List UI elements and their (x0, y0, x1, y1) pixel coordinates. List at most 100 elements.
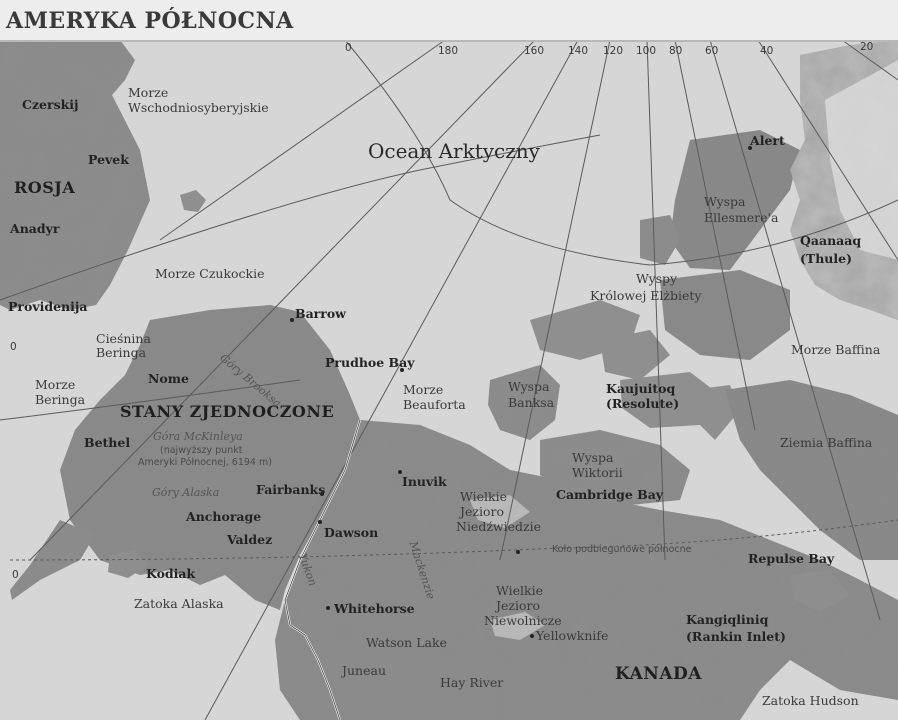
sea-label: Beauforta (403, 397, 466, 412)
place-label: Kaujuitoq (606, 381, 676, 396)
city-dot (318, 520, 322, 524)
city-dot (516, 550, 520, 554)
place-label: Yellowknife (536, 628, 609, 643)
place-label: Inuvik (402, 474, 447, 489)
island-wrangel (180, 190, 206, 212)
place-label: Nome (148, 371, 189, 386)
meridian-40 (757, 39, 898, 261)
landmass-russia (0, 40, 150, 310)
meridian-180 (159, 39, 446, 241)
country-label-russia: ROSJA (14, 178, 76, 197)
island-baffin (725, 380, 898, 560)
region-label: Wyspy (636, 271, 678, 286)
degree-label: 60 (705, 45, 719, 57)
degree-label: 100 (636, 45, 657, 57)
place-label: Czerskij (22, 97, 79, 112)
region-label: Jezioro (496, 598, 541, 613)
meridian-120 (499, 39, 611, 561)
degree-label: 80 (669, 45, 683, 57)
sea-label: Morze Baffina (791, 342, 881, 357)
arctic-circle (9, 519, 898, 561)
place-label: Valdez (227, 532, 273, 547)
sea-label: Morze (403, 382, 444, 397)
island-southampton (790, 570, 850, 612)
meridian-160 (29, 39, 536, 561)
place-label: Whitehorse (334, 601, 415, 616)
place-label: Juneau (342, 663, 387, 678)
sea-label: Cieśnina (96, 331, 151, 346)
place-label: Dawson (324, 525, 379, 540)
place-label: Anchorage (186, 509, 262, 524)
region-label: Ameryki Północnej, 6194 m) (138, 457, 272, 468)
place-label: Repulse Bay (748, 551, 835, 566)
meridian-140 (204, 39, 579, 720)
island-bathurst (600, 330, 670, 380)
landmass-alaska (60, 305, 360, 610)
sea-label: Wschodniosyberyjskie (128, 100, 269, 115)
border-us-canada-outline (284, 419, 361, 720)
place-label: Hay River (440, 675, 504, 690)
place-label: Pevek (88, 152, 129, 167)
degree-label: 20 (860, 41, 874, 53)
place-label: (Resolute) (606, 396, 680, 411)
lake-great-bear (470, 495, 530, 528)
region-label: Wyspa (704, 194, 746, 209)
place-label: Barrow (295, 306, 346, 321)
sea-label: Beringa (96, 345, 147, 360)
island-kodiak (108, 550, 148, 578)
degree-label: 40 (760, 45, 774, 57)
place-label: Kangiqliniq (686, 612, 769, 627)
country-label-canada: KANADA (615, 664, 702, 684)
place-label: Qaanaaq (800, 233, 862, 248)
region-label: Banksa (508, 395, 555, 410)
region-label: Wyspa (508, 379, 550, 394)
city-dot (398, 470, 402, 474)
place-label: Anadyr (10, 221, 60, 236)
degree-label: 0 (10, 341, 17, 353)
place-label: Watson Lake (366, 635, 447, 650)
city-dot (290, 318, 294, 322)
region-label: Góra McKinleya (153, 430, 243, 443)
meridian-100 (646, 39, 666, 561)
region-label: Niedźwiedzie (456, 519, 541, 534)
city-dot (530, 634, 534, 638)
parallel-75 (0, 134, 601, 301)
region-label: Góry Alaska (152, 486, 220, 499)
place-label: (Rankin Inlet) (686, 629, 786, 644)
place-label: Bethel (84, 435, 131, 450)
region-label: Koło podbiegunowe północne (552, 544, 692, 555)
degree-label: 0 (12, 569, 19, 581)
island-devon (660, 270, 790, 360)
place-label: Kodiak (146, 566, 196, 581)
region-label: Wyspa (572, 450, 614, 465)
city-dot (320, 492, 324, 496)
lake-great-slave (490, 612, 545, 640)
island-victoria (540, 430, 690, 505)
map-title-bar: AMERYKA PÓŁNOCNA (0, 0, 898, 42)
greenland-ice (825, 60, 898, 260)
sea-label: Zatoka Hudson (762, 693, 859, 708)
region-label: Wiktorii (572, 465, 623, 480)
region-label: Ziemia Baffina (780, 435, 873, 450)
island-banks (488, 365, 560, 440)
degree-label: 160 (524, 45, 545, 57)
place-label: Fairbanks (256, 482, 326, 497)
degree-label: 140 (568, 45, 589, 57)
parallel-80 (344, 39, 898, 266)
parallel-70 (0, 379, 301, 421)
landmass-canada (275, 420, 898, 720)
island-somerset (690, 385, 740, 440)
map-title: AMERYKA PÓŁNOCNA (6, 8, 294, 34)
place-label: Providenija (8, 299, 88, 314)
place-label: Alert (750, 133, 785, 148)
meridian-80 (674, 39, 756, 431)
city-dot (400, 368, 404, 372)
place-label: Cambridge Bay (556, 487, 664, 502)
meridian-20 (841, 39, 898, 81)
city-dot (748, 146, 752, 150)
place-label: (Thule) (800, 251, 853, 266)
island-axel (640, 215, 680, 265)
degree-label: 120 (603, 45, 624, 57)
sea-label: Morze (128, 85, 169, 100)
